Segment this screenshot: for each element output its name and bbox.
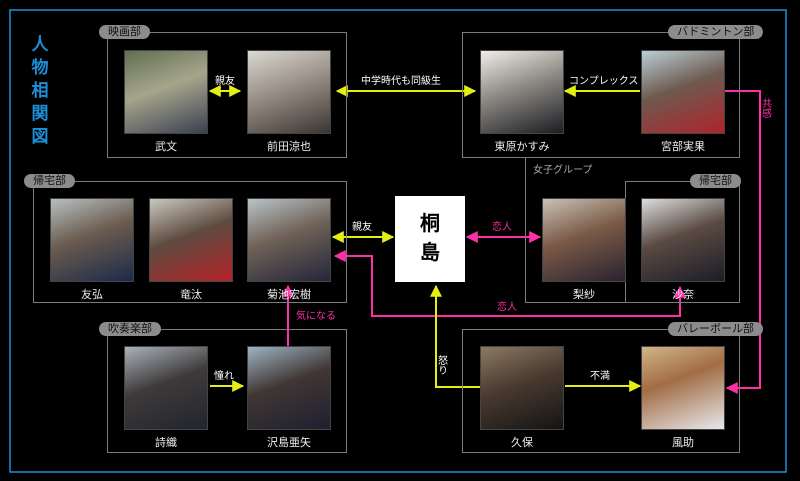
group-eiga (107, 32, 347, 158)
outer-frame (9, 9, 787, 473)
portrait-photo (247, 346, 331, 430)
person-kubo[interactable]: 久保 (480, 346, 564, 450)
portrait-photo (149, 198, 233, 282)
portrait-photo (641, 198, 725, 282)
person-name: 梨紗 (573, 288, 595, 301)
portrait-photo (50, 198, 134, 282)
portrait-photo (542, 198, 626, 282)
person-sana[interactable]: 沙奈 (641, 198, 725, 302)
group-suisou (107, 329, 347, 453)
portrait-photo (641, 50, 725, 134)
group-label-volley: バレーボール部 (668, 322, 763, 336)
person-name: 久保 (511, 436, 533, 449)
center-person: 桐島 (395, 196, 465, 282)
group-label-kitaku1: 帰宅部 (24, 174, 75, 188)
link-kyokan (723, 90, 761, 394)
person-name: 沢島亜矢 (267, 436, 311, 449)
person-name: 武文 (155, 140, 177, 153)
group-label-suisou: 吹奏楽部 (99, 322, 161, 336)
group-label-eiga: 映画部 (99, 25, 150, 39)
link-ikari (430, 284, 480, 388)
center-name: 桐島 (420, 211, 440, 264)
label-koibito2: 恋人 (497, 300, 517, 313)
portrait-photo (124, 50, 208, 134)
label-akogare: 憧れ (214, 369, 234, 382)
label-shinyu1: 親友 (215, 74, 235, 87)
person-ryoya[interactable]: 前田涼也 (247, 50, 331, 154)
label-shinyu2: 親友 (352, 220, 372, 233)
person-name: 詩織 (155, 436, 177, 449)
group-volley (462, 329, 740, 453)
group-label-kitaku2: 帰宅部 (690, 174, 741, 188)
person-name: 沙奈 (672, 288, 694, 301)
group-label-badminton: バドミントン部 (668, 25, 764, 39)
person-name: 東原かすみ (494, 140, 550, 153)
label-ikari: 怒り (436, 354, 448, 375)
group-kitaku1 (33, 181, 347, 303)
person-name: 宮部実果 (661, 140, 705, 153)
person-name: 友弘 (81, 288, 103, 301)
portrait-photo (124, 346, 208, 430)
person-takefumi[interactable]: 武文 (124, 50, 208, 154)
person-hiroki[interactable]: 菊池宏樹 (247, 198, 331, 302)
person-ryuta[interactable]: 竜汰 (149, 198, 233, 302)
chart-title: 人物相関図 (31, 35, 49, 147)
link-koibito-hiroki-sana (333, 250, 686, 317)
person-name: 菊池宏樹 (267, 288, 311, 301)
portrait-photo (480, 346, 564, 430)
person-mika[interactable]: 宮部実果 (641, 50, 725, 154)
group-label-joshi: 女子グループ (533, 165, 593, 176)
portrait-photo (247, 50, 331, 134)
person-name: 風助 (672, 436, 694, 449)
label-chugaku: 中学時代も同級生 (361, 74, 441, 87)
person-tomohiro[interactable]: 友弘 (50, 198, 134, 302)
person-kasumi[interactable]: 東原かすみ (480, 50, 564, 154)
label-koibito1: 恋人 (492, 220, 512, 233)
person-risa[interactable]: 梨紗 (542, 198, 626, 302)
portrait-photo (641, 346, 725, 430)
group-badminton (462, 32, 740, 158)
person-name: 竜汰 (180, 288, 202, 301)
person-name: 前田涼也 (267, 140, 311, 153)
portrait-photo (247, 198, 331, 282)
group-joshi (525, 158, 625, 303)
label-complex: コンプレックス (569, 75, 638, 87)
label-kininaru: 気になる (296, 309, 336, 322)
person-shiori[interactable]: 詩織 (124, 346, 208, 450)
person-fusuke[interactable]: 風助 (641, 346, 725, 450)
label-fuman: 不満 (590, 370, 610, 382)
portrait-photo (480, 50, 564, 134)
label-kyokan: 共感 (760, 98, 772, 118)
person-aya[interactable]: 沢島亜矢 (247, 346, 331, 450)
